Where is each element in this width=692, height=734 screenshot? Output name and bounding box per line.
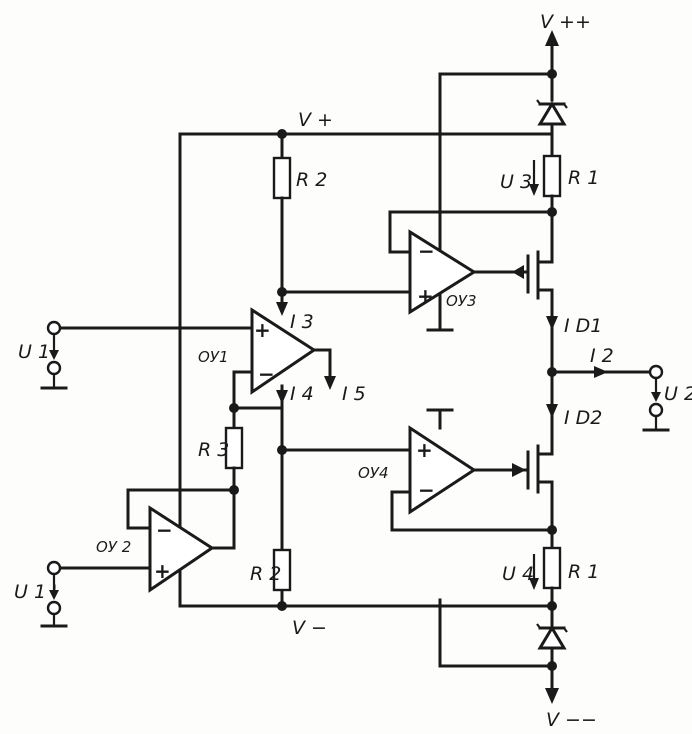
oy3-minus-sign: − [418, 239, 435, 263]
opamp-oy3: − + [408, 229, 530, 332]
resistor-r2-top [272, 129, 412, 316]
label-r2-top: R 2 [296, 169, 327, 191]
label-i2: I 2 [590, 345, 614, 367]
label-oy3: ОУ3 [446, 292, 477, 310]
u4-arrow [529, 554, 539, 590]
label-u3: U 3 [500, 171, 532, 193]
oy1-minus-sign: − [258, 362, 275, 386]
label-r3: R 3 [198, 439, 229, 461]
mosfet-lower [472, 436, 554, 550]
label-i3: I 3 [290, 311, 314, 333]
resistor-r1-bottom [542, 546, 562, 630]
zener-diode-bottom [438, 598, 568, 704]
mosfet-upper [526, 250, 554, 332]
u1-terminal [40, 320, 68, 390]
label-r1-top: R 1 [568, 167, 599, 189]
oy1-plus-sign: + [254, 318, 271, 342]
resistor-r3 [126, 403, 284, 548]
opamp-oy4: + − [390, 408, 557, 535]
label-u1: U 1 [18, 341, 50, 363]
label-i4: I 4 [290, 383, 314, 405]
label-u1-prime: U 1 ' [14, 581, 57, 603]
label-id1: I D1 [564, 315, 602, 337]
output-branch [546, 316, 652, 440]
label-r1-bottom: R 1 [568, 561, 599, 583]
label-id2: I D2 [564, 407, 602, 429]
oy3-plus-sign: + [417, 284, 434, 308]
resistor-r2-bottom [272, 548, 292, 611]
label-v-minus: V − [292, 617, 327, 639]
u2-terminal [642, 364, 670, 432]
label-v-plus-plus: V ++ [540, 11, 591, 33]
v-plus-rail [178, 132, 554, 608]
oy2-plus-sign: + [154, 559, 171, 583]
oy4-plus-sign: + [416, 438, 433, 462]
label-u4: U 4 [502, 563, 534, 585]
opamp-oy2: − + [58, 505, 236, 593]
u1-prime-terminal [40, 560, 68, 628]
label-oy2: ОУ 2 [96, 538, 131, 556]
label-oy4: ОУ4 [358, 464, 389, 482]
resistor-r1-top [388, 154, 562, 264]
oy4-minus-sign: − [418, 478, 435, 502]
label-u2: U 2 [664, 383, 692, 405]
u3-arrow [529, 160, 539, 196]
label-r2-bottom: R 2 [250, 563, 281, 585]
oy2-minus-sign: − [156, 518, 173, 542]
label-v-minus-minus: V −− [546, 709, 597, 731]
label-oy1: ОУ1 [198, 348, 229, 366]
label-v-plus: V + [298, 109, 333, 131]
label-i5: I 5 [342, 383, 366, 405]
zener-diode-top [536, 99, 568, 158]
